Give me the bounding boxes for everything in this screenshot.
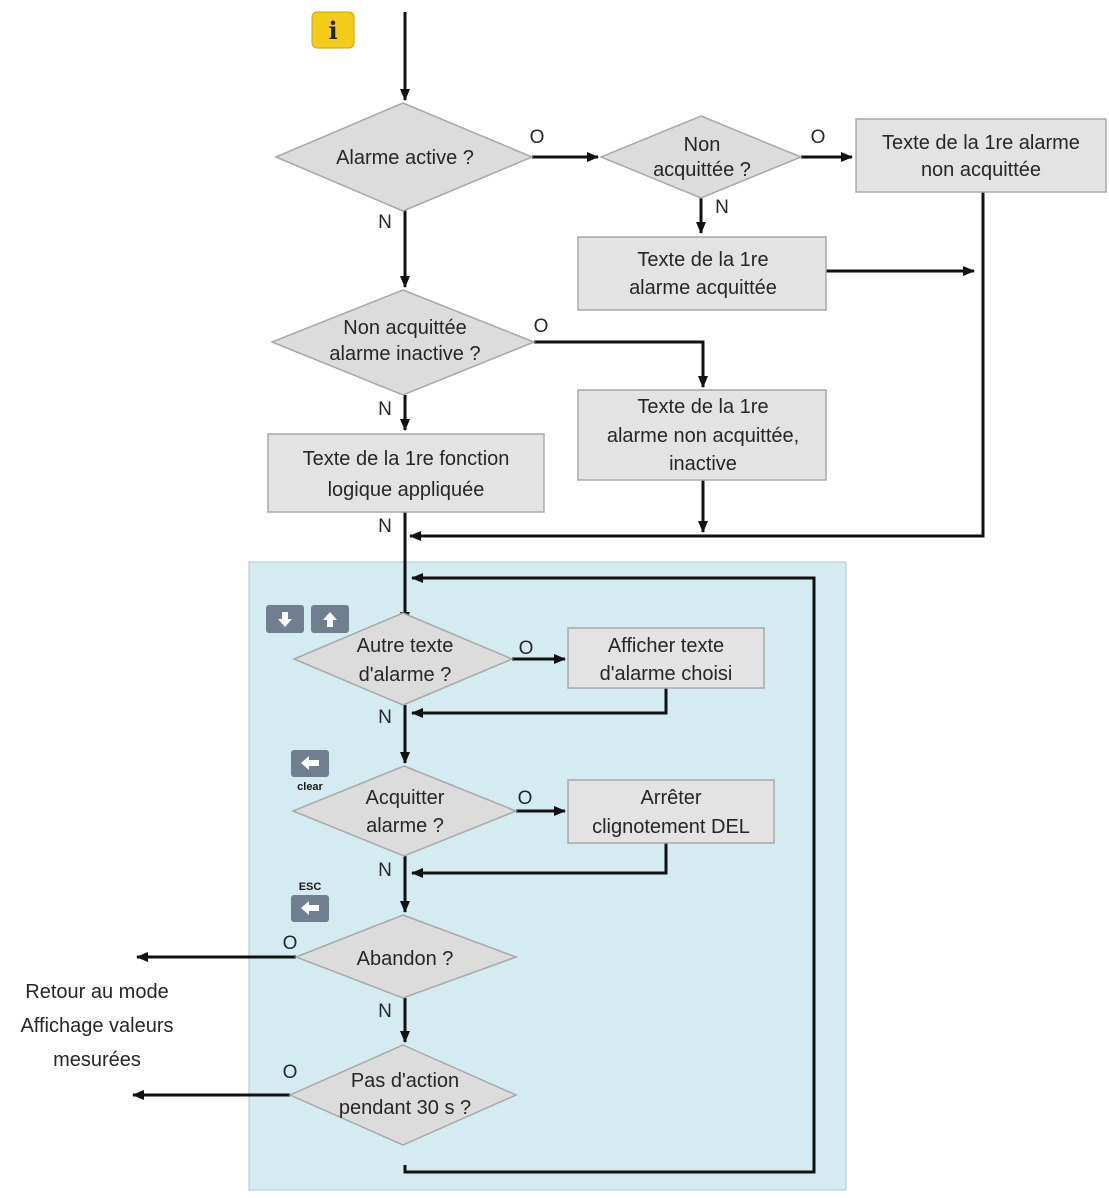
info-glyph: i xyxy=(328,16,337,45)
process-label: Arrêter xyxy=(640,787,701,809)
process-label: alarme non acquittée, xyxy=(607,425,799,447)
decision-label: Non acquittée xyxy=(343,317,466,339)
clear-key-label: clear xyxy=(297,781,323,793)
arrow-inactive-yes xyxy=(534,340,708,388)
process-show-selected: Afficher texte d'alarme choisi xyxy=(567,627,765,689)
process-label: Afficher texte xyxy=(608,635,724,657)
info-icon: i xyxy=(311,11,355,49)
arrow-down-key-icon xyxy=(266,605,304,633)
clear-key-icon: clear xyxy=(291,750,329,793)
decision-not-acknowledged: Non acquittée ? xyxy=(599,115,803,199)
decision-label: Acquitter xyxy=(366,787,445,809)
decision-label: Alarme active ? xyxy=(336,147,474,169)
decision-other-text: Autre texte d'alarme ? xyxy=(292,612,514,706)
esc-key-icon: ESC xyxy=(291,881,329,922)
process-label: Texte de la 1re alarme xyxy=(882,132,1080,154)
yes-label: O xyxy=(519,638,534,659)
decision-label: d'alarme ? xyxy=(359,664,452,686)
yes-label: O xyxy=(534,316,549,337)
yes-label: O xyxy=(518,788,533,809)
decision-label: Abandon ? xyxy=(357,948,454,970)
decision-label: pendant 30 s ? xyxy=(339,1097,471,1119)
return-to-measurement-text: Retour au mode Affichage valeurs mesurée… xyxy=(20,981,173,1071)
yes-label: O xyxy=(283,933,298,954)
process-first-logic: Texte de la 1re fonction logique appliqu… xyxy=(267,433,545,513)
esc-key-label: ESC xyxy=(299,881,322,893)
process-label: clignotement DEL xyxy=(592,816,750,838)
no-label: N xyxy=(378,1001,392,1022)
return-text-line: Retour au mode xyxy=(25,981,168,1003)
process-first-unack: Texte de la 1re alarme non acquittée xyxy=(855,118,1107,193)
branch-labels: O O N N O N N O N O N O N O xyxy=(283,127,826,1083)
decision-alarm-active: Alarme active ? xyxy=(274,102,534,212)
right-return-line xyxy=(409,192,985,541)
decision-label: acquittée ? xyxy=(653,159,751,181)
decision-abort: Abandon ? xyxy=(293,914,519,999)
no-label: N xyxy=(378,860,392,881)
process-first-ack: Texte de la 1re alarme acquittée xyxy=(577,236,827,311)
process-label: Texte de la 1re xyxy=(637,396,768,418)
process-stop-blink: Arrêter clignotement DEL xyxy=(567,779,775,844)
no-label: N xyxy=(378,399,392,420)
return-from-stop xyxy=(411,843,668,878)
decision-label: alarme inactive ? xyxy=(329,343,480,365)
no-label: N xyxy=(378,707,392,728)
process-label: non acquittée xyxy=(921,159,1041,181)
connectors xyxy=(132,12,985,1174)
decision-no-action: Pas d'action pendant 30 s ? xyxy=(288,1044,518,1146)
process-label: Texte de la 1re fonction xyxy=(303,448,510,470)
return-text-line: mesurées xyxy=(53,1049,141,1071)
no-label: N xyxy=(378,212,392,233)
decision-label: alarme ? xyxy=(366,815,444,837)
decision-label: Pas d'action xyxy=(351,1070,459,1092)
loop-back-line xyxy=(403,573,816,1174)
no-label: N xyxy=(378,516,392,537)
process-label: Texte de la 1re xyxy=(637,249,768,271)
arrow-up-key-icon xyxy=(311,605,349,633)
yes-label: O xyxy=(530,127,545,148)
return-text-line: Affichage valeurs xyxy=(20,1015,173,1037)
decision-label: Autre texte xyxy=(357,635,454,657)
process-first-unack-inactive: Texte de la 1re alarme non acquittée, in… xyxy=(577,389,827,481)
decision-unack-inactive: Non acquittée alarme inactive ? xyxy=(269,289,537,396)
process-label: d'alarme choisi xyxy=(600,663,733,685)
process-label: alarme acquittée xyxy=(629,277,777,299)
process-label: inactive xyxy=(669,453,737,475)
no-label: N xyxy=(715,197,729,218)
decision-acknowledge: Acquitter alarme ? xyxy=(291,765,519,857)
decision-label: Non xyxy=(684,134,721,156)
return-from-show xyxy=(411,688,668,718)
yes-label: O xyxy=(811,127,826,148)
yes-label: O xyxy=(283,1062,298,1083)
process-label: logique appliquée xyxy=(328,479,485,501)
